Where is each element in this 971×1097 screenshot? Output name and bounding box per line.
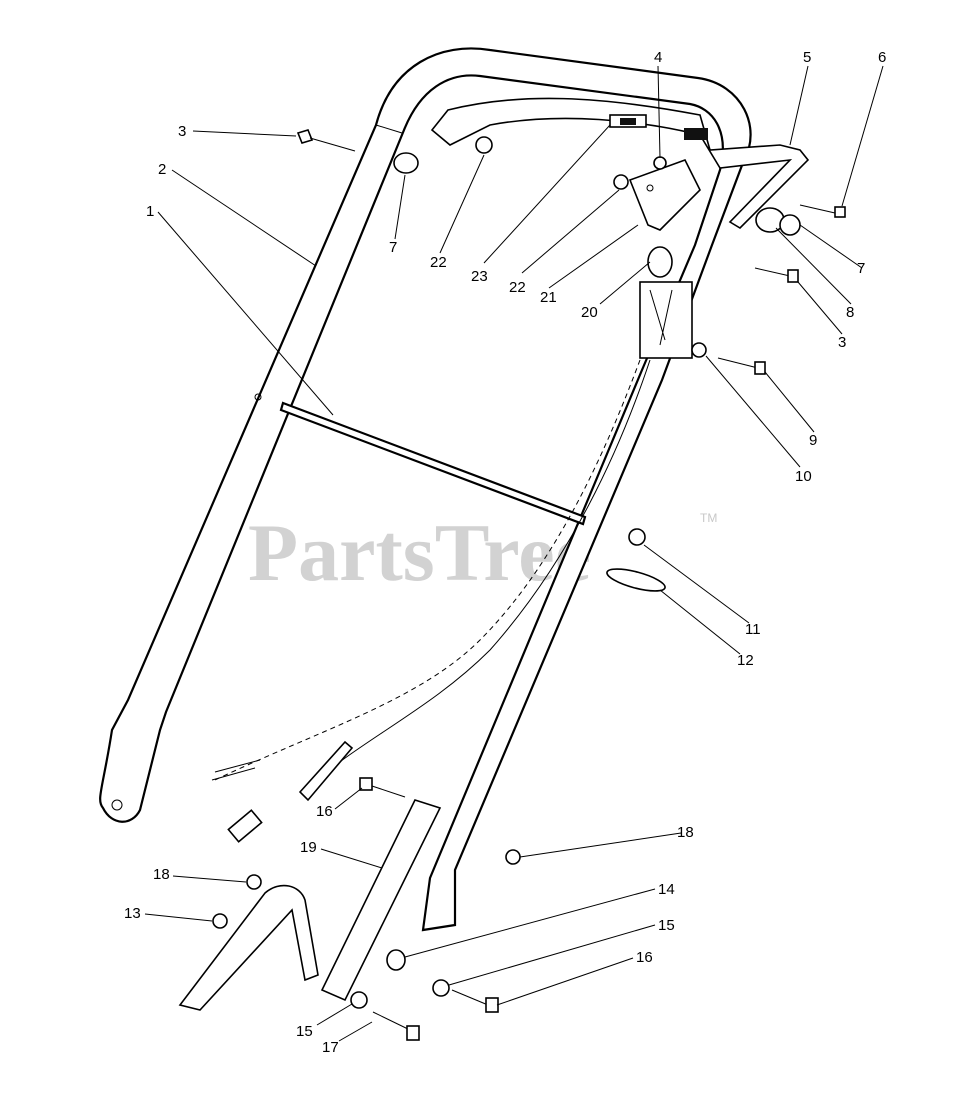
- callout-12: 12: [737, 652, 754, 669]
- callout-14: 14: [658, 881, 675, 898]
- hardware: [178, 129, 846, 1041]
- callout-23: 23: [471, 268, 488, 285]
- callout-5: 5: [803, 49, 811, 66]
- callout-9: 9: [809, 432, 817, 449]
- callout-15: 15: [296, 1023, 313, 1040]
- callout-10: 10: [795, 468, 812, 485]
- leader-lines: [144, 65, 884, 1042]
- callout-7: 7: [857, 260, 865, 277]
- throttle-control: [639, 246, 693, 359]
- callout-20: 20: [581, 304, 598, 321]
- callout-11: 11: [745, 621, 761, 638]
- crossbar: [254, 393, 587, 526]
- callout-15: 15: [658, 917, 675, 934]
- callout-19: 19: [300, 839, 317, 856]
- watermark: PartsTree: [248, 507, 591, 598]
- callout-8: 8: [846, 304, 854, 321]
- callout-3: 3: [178, 123, 186, 140]
- callout-18: 18: [677, 824, 694, 841]
- callout-1: 1: [146, 203, 154, 220]
- callout-22: 22: [509, 279, 526, 296]
- callout-13: 13: [124, 905, 141, 922]
- callout-4: 4: [654, 49, 662, 66]
- callout-3: 3: [838, 334, 846, 351]
- watermark-tm: TM: [700, 511, 717, 525]
- callout-16: 16: [636, 949, 653, 966]
- callout-22: 22: [430, 254, 447, 271]
- callout-18: 18: [153, 866, 170, 883]
- callouts: 3 2 1 7 22 23 22 21 20 4 5 6 7 8 3 9 10 …: [124, 49, 886, 1056]
- callout-7: 7: [389, 239, 397, 256]
- callout-16: 16: [316, 803, 333, 820]
- callout-21: 21: [540, 289, 557, 306]
- callout-2: 2: [158, 161, 166, 178]
- upper-handle: [99, 47, 752, 932]
- callout-17: 17: [322, 1039, 339, 1056]
- control-bracket: [430, 97, 810, 231]
- cables: [211, 359, 651, 843]
- callout-6: 6: [878, 49, 886, 66]
